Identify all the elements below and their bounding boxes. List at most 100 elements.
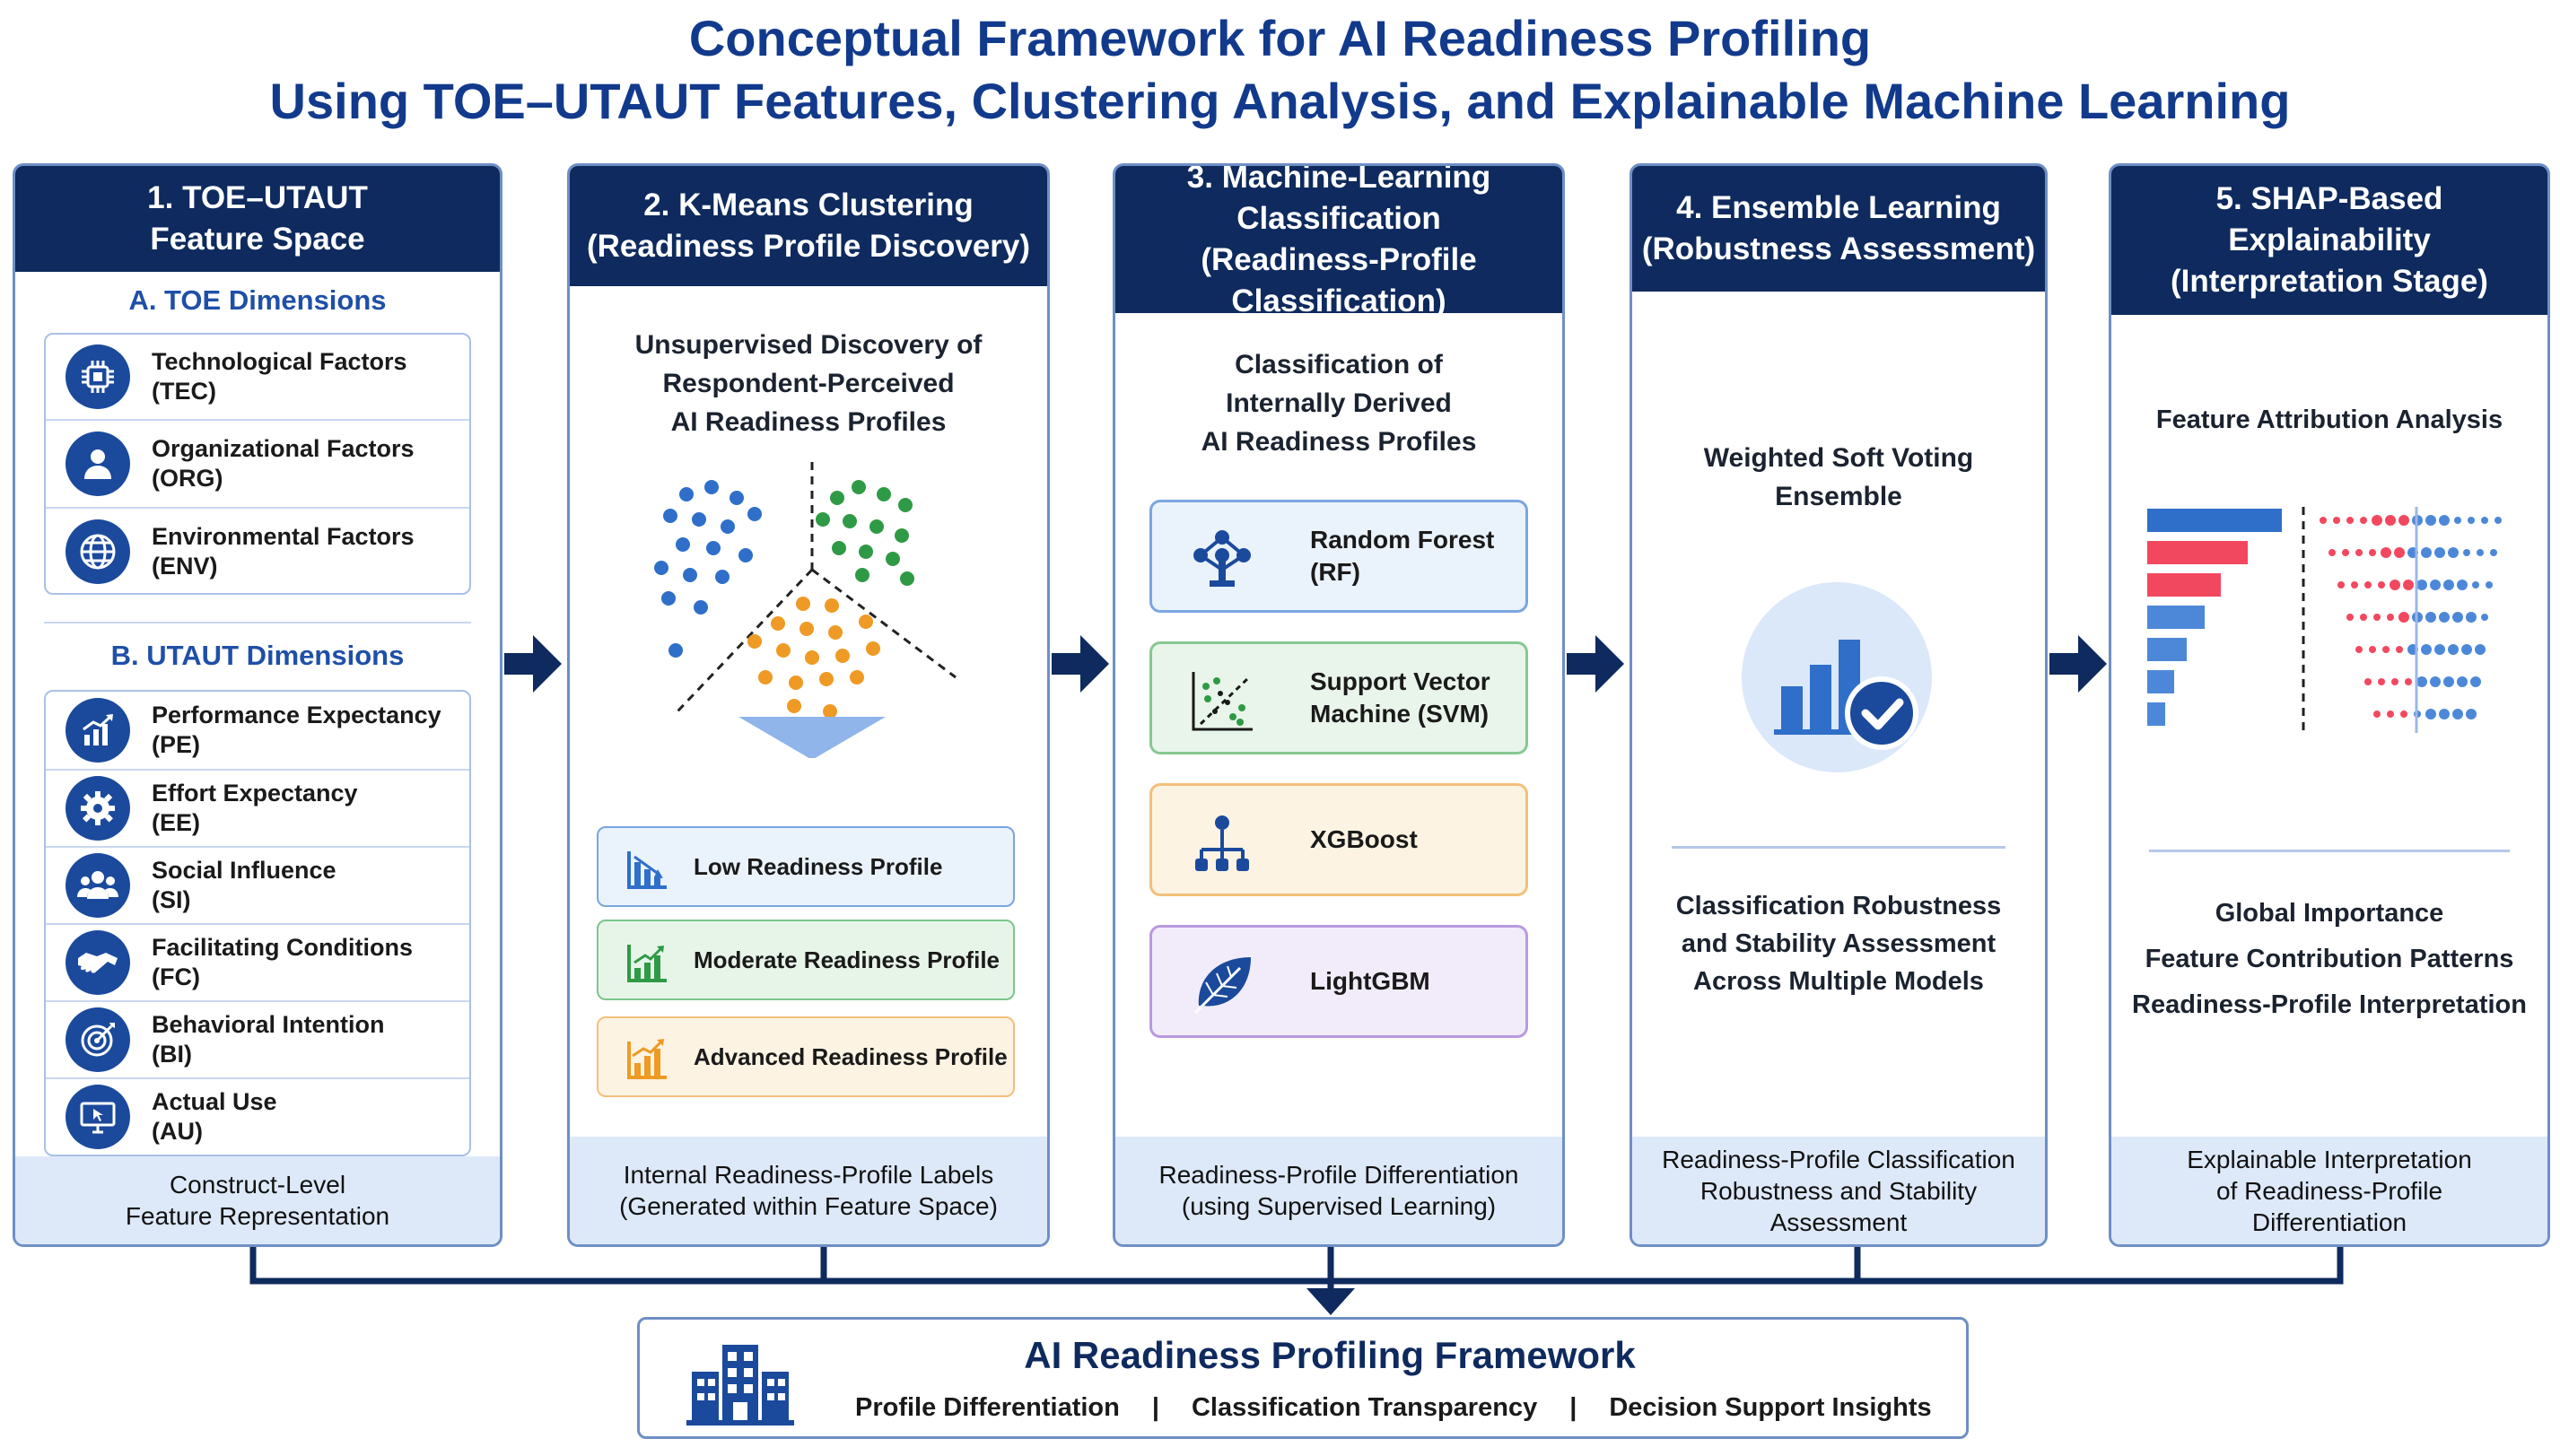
shap-point bbox=[2421, 547, 2432, 558]
utaut-item-ee: Effort Expectancy (EE) bbox=[46, 771, 469, 848]
shap-point bbox=[2494, 517, 2502, 524]
panel-1-header-line: 1. TOE–UTAUT bbox=[147, 180, 368, 215]
title-line-1: Conceptual Framework for AI Readiness Pr… bbox=[688, 10, 1872, 66]
utaut-item-si: Social Influence(SI) bbox=[46, 848, 469, 925]
panel-2-footer: Internal Readiness-Profile Labels (Gener… bbox=[570, 1137, 1047, 1244]
footer-line: Robustness and Stability bbox=[1699, 1176, 1978, 1205]
toe-item-code: (TEC) bbox=[152, 378, 216, 405]
cluster-point-green bbox=[852, 480, 866, 494]
cluster-point-orange bbox=[835, 649, 850, 663]
toe-item-code: (ENV) bbox=[152, 553, 218, 580]
model-lightgbm: LightGBM bbox=[1149, 925, 1528, 1038]
utaut-item-name: Effort Expectancy bbox=[152, 780, 358, 806]
toe-group: Technological Factors(TEC) Organizationa… bbox=[44, 333, 471, 595]
utaut-section-title: B. UTAUT Dimensions bbox=[110, 640, 405, 671]
model-label: Random Forest bbox=[1310, 526, 1495, 554]
panel-ml-classification: 3. Machine-Learning Classification (Read… bbox=[1113, 163, 1565, 1247]
model-label: Support Vector bbox=[1310, 667, 1490, 695]
model-xgboost: XGBoost bbox=[1149, 783, 1528, 896]
shap-point bbox=[2439, 515, 2450, 526]
panel-5-subtitle: Feature Attribution Analysis bbox=[2155, 405, 2503, 434]
cluster-point-orange bbox=[799, 622, 814, 636]
outcome-item: Decision Support Insights bbox=[1609, 1393, 1932, 1422]
cluster-point-orange bbox=[771, 616, 785, 631]
footer-line: Readiness-Profile Differentiation bbox=[1158, 1161, 1519, 1189]
profile-low: Low Readiness Profile bbox=[597, 826, 1015, 907]
panel-2-header-line: (Readiness Profile Discovery) bbox=[586, 229, 1031, 264]
toe-item-env: Environmental Factors(ENV) bbox=[46, 509, 469, 593]
utaut-item-name: Facilitating Conditions bbox=[152, 934, 413, 961]
shap-point bbox=[2434, 644, 2445, 655]
shap-point bbox=[2425, 612, 2436, 623]
shap-point bbox=[2403, 580, 2414, 590]
panel-shap-explainability: 5. SHAP-Based Explainability (Interpreta… bbox=[2109, 163, 2550, 1247]
flow-arrow-4 bbox=[2049, 635, 2107, 693]
growth-chart-icon bbox=[627, 1039, 667, 1079]
shap-point bbox=[2481, 517, 2488, 524]
cluster-point-orange bbox=[825, 598, 839, 613]
people-icon bbox=[66, 432, 130, 496]
shap-point bbox=[2346, 614, 2354, 621]
cluster-point-orange bbox=[747, 634, 762, 649]
cluster-point-green bbox=[816, 512, 830, 527]
panel-4-description: Classification Robustness and Stability … bbox=[1632, 887, 2045, 1000]
panel-3-header-line: 3. Machine-Learning bbox=[1186, 163, 1491, 195]
panel-5-header: 5. SHAP-Based Explainability (Interpreta… bbox=[2111, 166, 2547, 315]
shap-point bbox=[2461, 644, 2472, 655]
framework-outcomes: Profile Differentiation | Classification… bbox=[855, 1393, 1966, 1423]
cluster-point-orange bbox=[776, 643, 791, 658]
toe-item-name: Organizational Factors bbox=[152, 435, 415, 462]
shap-point bbox=[2475, 644, 2486, 655]
utaut-item-pe: Performance Expectancy(PE) bbox=[46, 692, 469, 771]
cluster-point-orange bbox=[828, 625, 843, 640]
shap-point bbox=[2443, 676, 2454, 687]
shap-point bbox=[2472, 581, 2479, 589]
shap-point bbox=[2463, 549, 2470, 556]
figure-title: Conceptual Framework for AI Readiness Pr… bbox=[0, 7, 2560, 133]
chip-icon bbox=[66, 344, 130, 409]
cluster-point-orange bbox=[789, 676, 803, 690]
shap-point bbox=[2452, 612, 2463, 623]
cluster-point-blue bbox=[715, 570, 730, 584]
footer-line: Feature Representation bbox=[125, 1202, 390, 1230]
utaut-item-code: (AU) bbox=[152, 1118, 203, 1145]
outcome-separator: | bbox=[1151, 1393, 1159, 1422]
profile-label: Moderate Readiness Profile bbox=[694, 946, 1000, 973]
toe-item-code: (ORG) bbox=[152, 465, 223, 492]
shap-point bbox=[2443, 580, 2454, 590]
framework-title: AI Readiness Profiling Framework bbox=[1024, 1334, 1636, 1376]
utaut-item-name: Social Influence bbox=[152, 857, 336, 884]
shap-bar bbox=[2147, 638, 2187, 661]
model-label: LightGBM bbox=[1310, 967, 1430, 995]
shap-item: Readiness-Profile Interpretation bbox=[2132, 990, 2527, 1019]
shap-point bbox=[2378, 678, 2385, 685]
utaut-item-code: (PE) bbox=[152, 731, 200, 758]
shap-point bbox=[2320, 517, 2327, 524]
panel-kmeans-clustering: 2. K-Means Clustering (Readiness Profile… bbox=[567, 163, 1050, 1247]
cluster-point-blue bbox=[654, 561, 668, 575]
cluster-point-green bbox=[886, 552, 900, 566]
shap-point bbox=[2390, 580, 2400, 590]
cluster-point-green bbox=[898, 498, 913, 512]
panel-ensemble-learning: 4. Ensemble Learning (Robustness Assessm… bbox=[1629, 163, 2048, 1247]
toe-section-title: A. TOE Dimensions bbox=[128, 284, 387, 316]
shap-point bbox=[2364, 581, 2372, 589]
cluster-point-orange bbox=[850, 670, 864, 684]
utaut-item-code: (EE) bbox=[152, 809, 200, 836]
shap-point bbox=[2385, 515, 2396, 526]
flow-arrow-2 bbox=[1052, 635, 1109, 693]
model-label: XGBoost bbox=[1310, 825, 1418, 853]
shap-point bbox=[2439, 612, 2450, 623]
cluster-point-blue bbox=[676, 537, 690, 552]
panel-5-footer: Explainable Interpretation of Readiness-… bbox=[2111, 1137, 2547, 1244]
cluster-point-blue bbox=[679, 487, 694, 501]
cluster-point-green bbox=[859, 545, 873, 559]
profile-label: Advanced Readiness Profile bbox=[694, 1042, 1008, 1070]
cluster-point-green bbox=[869, 519, 884, 534]
shap-point bbox=[2351, 581, 2358, 589]
subtitle-line: Internally Derived bbox=[1226, 388, 1452, 418]
cluster-point-orange bbox=[758, 670, 773, 684]
panel-1-header-line: Feature Space bbox=[150, 222, 365, 257]
shap-point bbox=[2398, 515, 2409, 526]
panel-4-subtitle: Weighted Soft Voting Ensemble bbox=[1632, 439, 2045, 516]
